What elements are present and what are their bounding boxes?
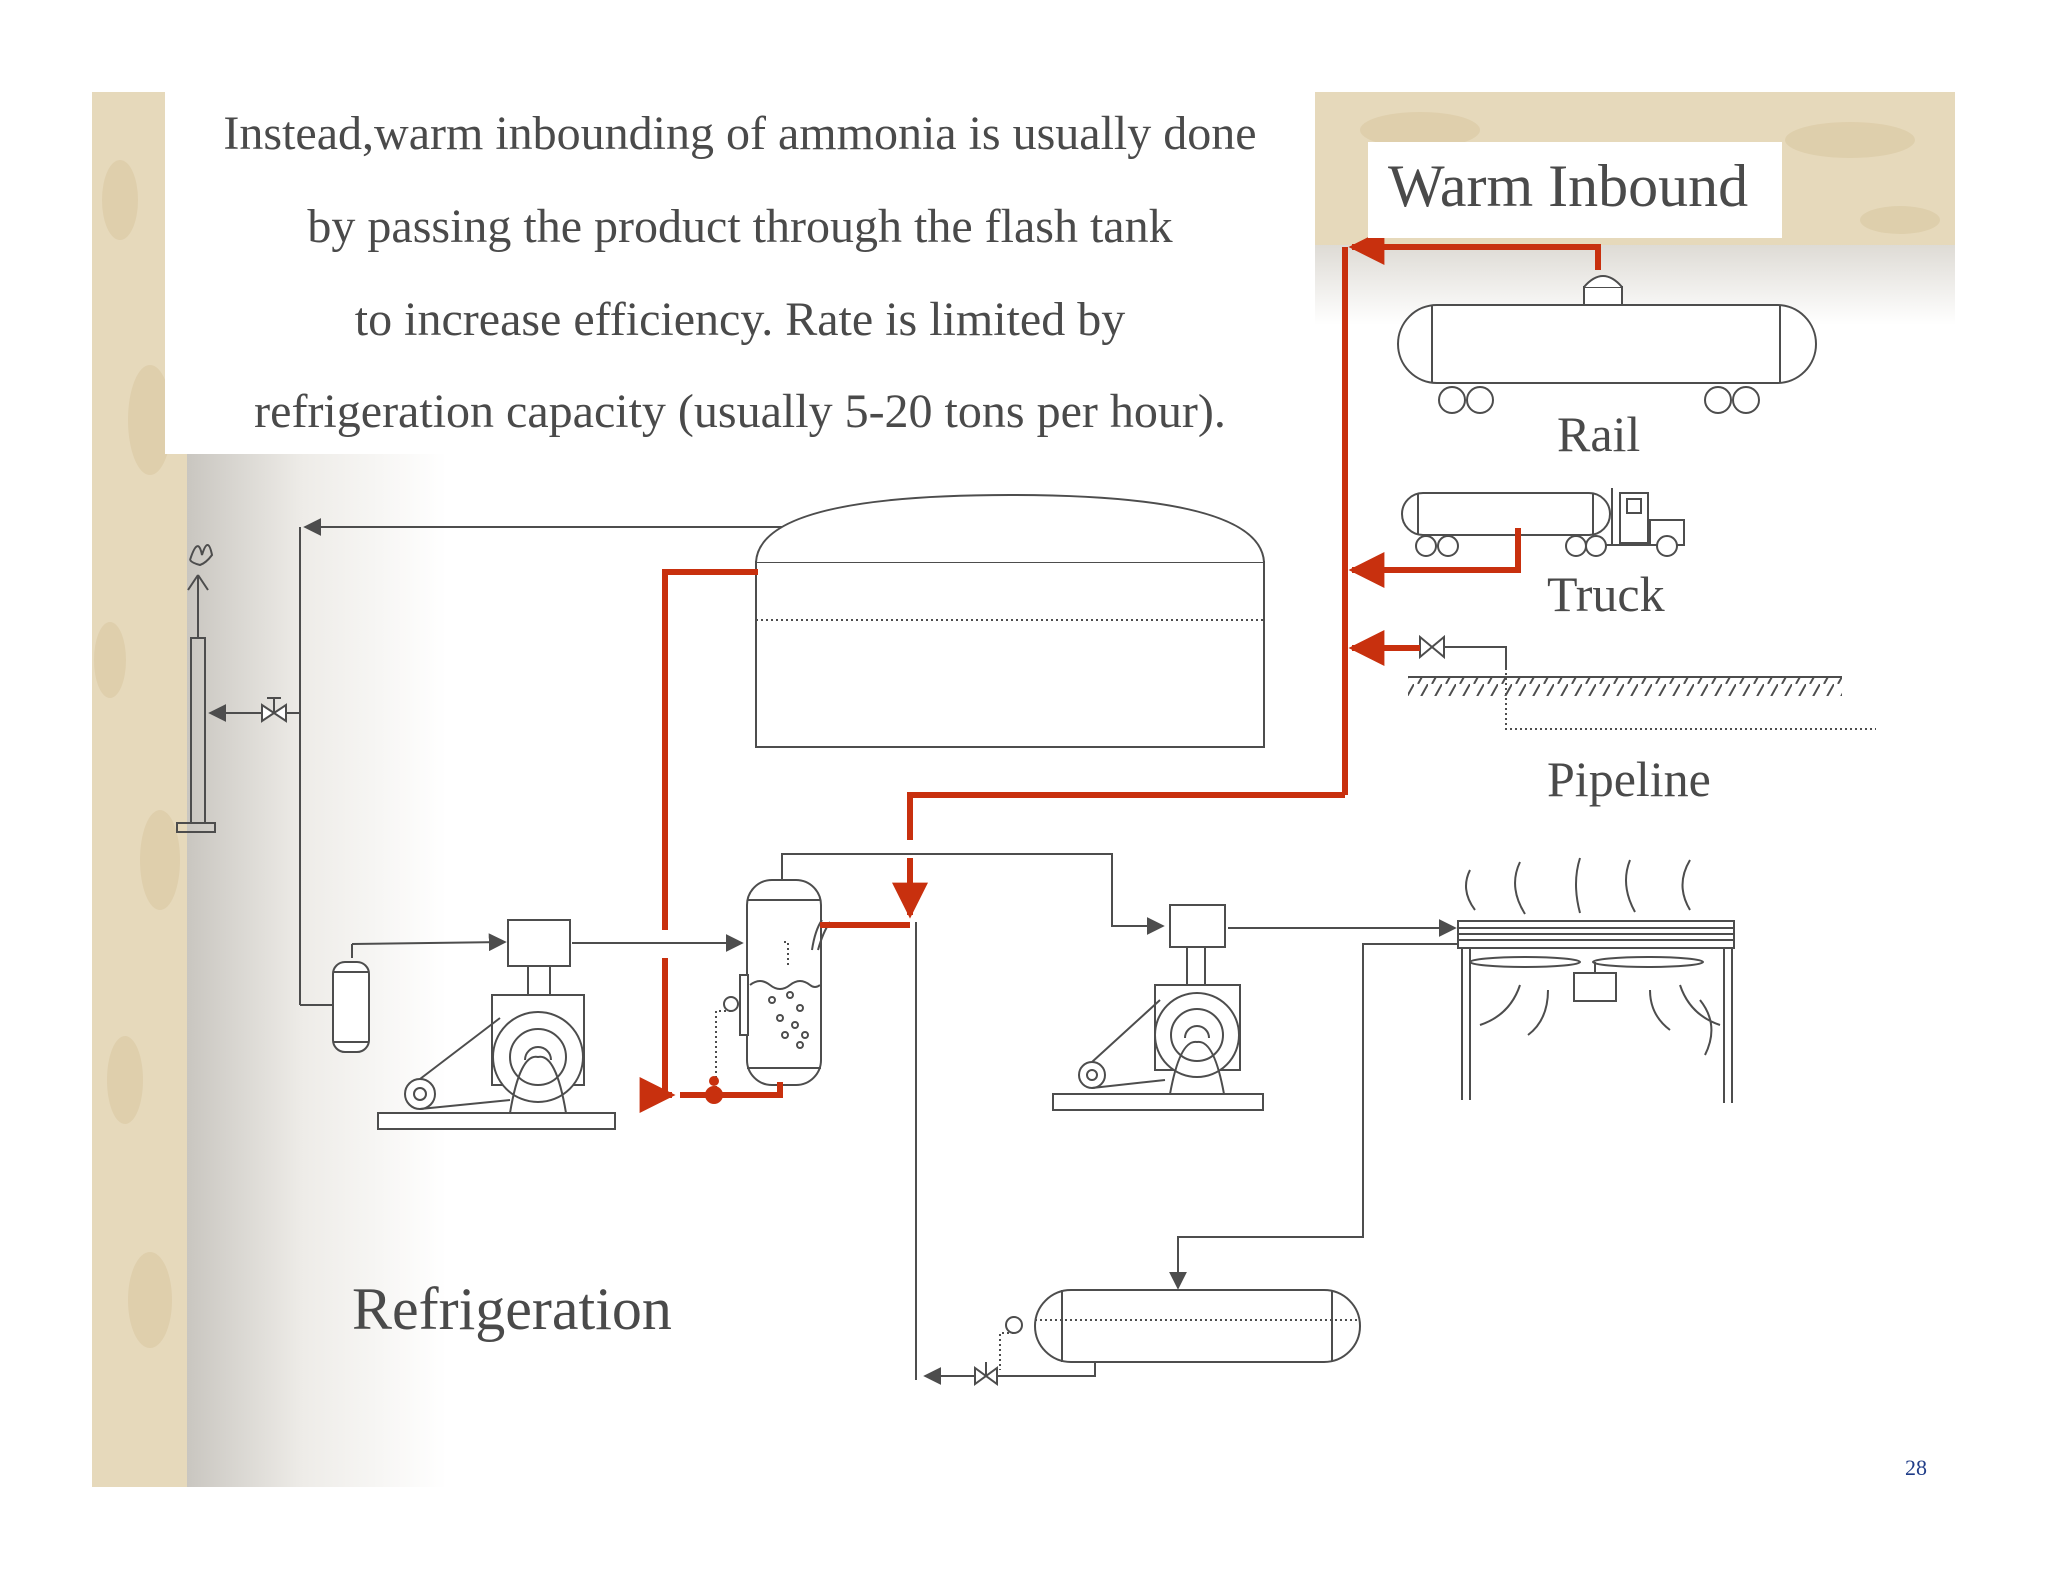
flash-tank-icon	[715, 879, 831, 1090]
rail-feed	[1348, 229, 1601, 270]
tank-truck-icon	[1401, 488, 1685, 557]
pump-icon	[705, 1076, 723, 1104]
intro-line-2: by passing the product through the flash…	[307, 200, 1173, 253]
left-shade-panel	[187, 450, 447, 1487]
receiver-return	[923, 1362, 1096, 1385]
warm-inbound-box: Warm Inbound	[1368, 142, 1782, 238]
pipeline-label: Pipeline	[1547, 751, 1711, 807]
knockout-drum-icon	[332, 961, 370, 1053]
compressor-icon	[1052, 904, 1264, 1111]
storage-tank-icon	[755, 493, 1265, 748]
receiver-tank-icon	[999, 1289, 1361, 1370]
rail-car-icon	[1397, 275, 1817, 414]
tank-liquid-line	[662, 569, 758, 930]
intro-line-3: to increase efficiency. Rate is limited …	[354, 293, 1126, 346]
intro-line-1: Instead,warm inbounding of ammonia is us…	[223, 107, 1257, 160]
warm-inbound-title: Warm Inbound	[1388, 153, 1749, 219]
condenser-to-receiver	[1169, 943, 1460, 1290]
compressor-icon	[377, 919, 616, 1130]
refrigeration-label: Refrigeration	[352, 1276, 672, 1342]
valve-icon	[1419, 634, 1445, 660]
flash-to-comp2	[781, 853, 1165, 935]
valve-icon	[261, 697, 287, 723]
to-flash-feed	[907, 792, 1345, 840]
condenser-icon	[1457, 857, 1735, 1103]
flare-stack-icon	[176, 544, 216, 833]
valve-icon	[974, 1362, 998, 1386]
page-number: 28	[1905, 1455, 1927, 1480]
truck-label: Truck	[1547, 566, 1665, 622]
intro-text-box: Instead,warm inbounding of ammonia is us…	[165, 92, 1315, 454]
truck-feed	[1348, 528, 1521, 588]
pipeline-ground	[1408, 646, 1842, 696]
intro-line-4: refrigeration capacity (usually 5-20 ton…	[254, 385, 1226, 438]
rail-label: Rail	[1557, 406, 1641, 462]
